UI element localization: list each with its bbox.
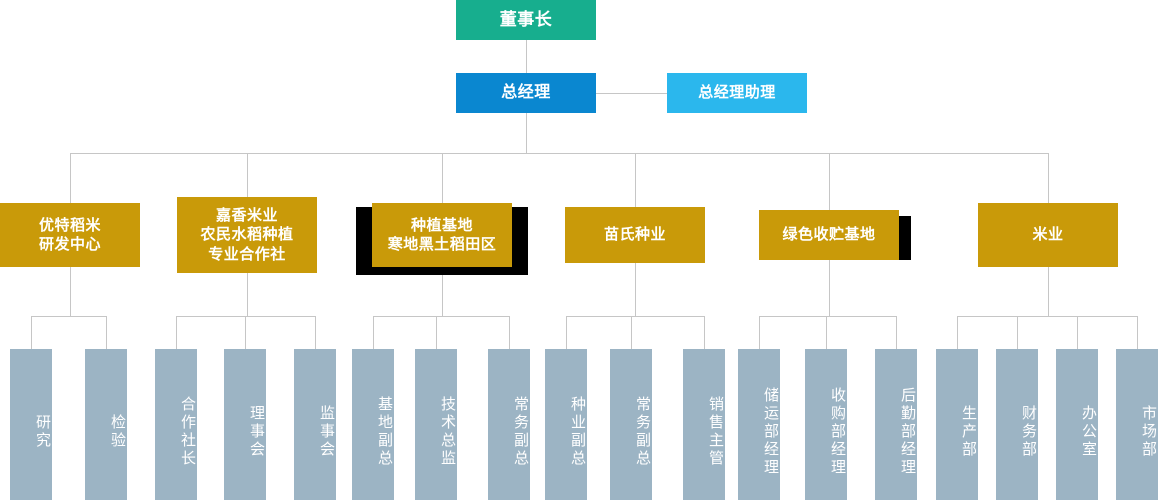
connector-division-0-stem	[70, 267, 71, 316]
connector-bus-to-division-3	[635, 153, 636, 207]
connector-department-bus-4	[759, 316, 896, 317]
node-department-14[interactable]: 生产部	[936, 349, 978, 500]
connector-bus-to-department-4	[315, 316, 316, 349]
node-general-manager[interactable]: 总经理	[456, 73, 596, 113]
node-division-2[interactable]: 种植基地寒地黑土稻田区	[372, 203, 512, 267]
connector-bus-to-department-11	[759, 316, 760, 349]
node-division-0[interactable]: 优特稻米研发中心	[0, 203, 140, 267]
node-department-4[interactable]: 监事会	[294, 349, 336, 500]
node-department-9-label: 常务副总	[634, 395, 651, 468]
node-chairman-label: 董事长	[499, 10, 553, 30]
connector-bus-to-department-13	[896, 316, 897, 349]
node-division-5[interactable]: 米业	[978, 203, 1118, 267]
connector-bus-to-division-4	[829, 153, 830, 210]
node-department-11[interactable]: 储运部经理	[738, 349, 780, 500]
connector-bus-to-department-8	[566, 316, 567, 349]
node-department-16-label: 办公室	[1080, 404, 1097, 459]
node-division-3[interactable]: 苗氏种业	[565, 207, 705, 263]
node-general-manager-assistant-label: 总经理助理	[698, 84, 776, 102]
connector-bus-to-division-0	[70, 153, 71, 203]
node-department-10-label: 销售主管	[707, 395, 724, 468]
connector-division-2-stem	[442, 267, 443, 316]
node-department-12[interactable]: 收购部经理	[805, 349, 847, 500]
connector-department-bus-5	[957, 316, 1137, 317]
connector-division-1-stem	[247, 273, 248, 316]
connector-bus-to-department-6	[436, 316, 437, 349]
connector-department-bus-0	[31, 316, 106, 317]
node-department-14-label: 生产部	[960, 404, 977, 459]
node-department-5[interactable]: 基地副总	[352, 349, 394, 500]
connector-bus-to-department-1	[106, 316, 107, 349]
connector-bus-to-department-14	[957, 316, 958, 349]
connector-bus-to-division-1	[247, 153, 248, 197]
node-division-4[interactable]: 绿色收贮基地	[759, 210, 899, 260]
node-department-15[interactable]: 财务部	[996, 349, 1038, 500]
node-department-16[interactable]: 办公室	[1056, 349, 1098, 500]
connector-bus-to-department-3	[245, 316, 246, 349]
node-department-13-label: 后勤部经理	[899, 386, 916, 477]
node-department-10[interactable]: 销售主管	[683, 349, 725, 500]
node-division-1[interactable]: 嘉香米业农民水稻种植专业合作社	[177, 197, 317, 273]
node-department-5-label: 基地副总	[376, 395, 393, 468]
node-department-17[interactable]: 市场部	[1116, 349, 1158, 500]
node-department-11-label: 储运部经理	[762, 386, 779, 477]
connector-division-bus	[70, 153, 1048, 154]
connector-division-3-stem	[635, 263, 636, 316]
node-department-3[interactable]: 理事会	[224, 349, 266, 500]
connector-division-5-stem	[1048, 267, 1049, 316]
node-department-1-label: 检验	[109, 413, 126, 450]
node-department-6[interactable]: 技术总监	[415, 349, 457, 500]
connector-bus-to-department-2	[176, 316, 177, 349]
node-department-8[interactable]: 种业副总	[545, 349, 587, 500]
node-department-8-label: 种业副总	[569, 395, 586, 468]
connector-bus-to-department-17	[1137, 316, 1138, 349]
node-chairman[interactable]: 董事长	[456, 0, 596, 40]
connector-bus-to-department-5	[373, 316, 374, 349]
node-department-12-label: 收购部经理	[829, 386, 846, 477]
node-division-4-label: 绿色收贮基地	[782, 226, 876, 244]
connector-bus-to-division-2	[442, 153, 443, 203]
connector-bus-to-department-0	[31, 316, 32, 349]
connector-gm-to-assistant	[596, 93, 667, 94]
node-department-7[interactable]: 常务副总	[488, 349, 530, 500]
connector-gm-trunk	[526, 113, 527, 153]
connector-division-4-stem	[829, 260, 830, 316]
node-general-manager-label: 总经理	[501, 83, 551, 101]
connector-department-bus-3	[566, 316, 704, 317]
node-division-1-label: 嘉香米业农民水稻种植专业合作社	[200, 207, 294, 263]
connector-bus-to-department-16	[1077, 316, 1078, 349]
node-department-6-label: 技术总监	[439, 395, 456, 468]
node-department-13[interactable]: 后勤部经理	[875, 349, 917, 500]
node-division-0-label: 优特稻米研发中心	[38, 216, 101, 253]
node-department-7-label: 常务副总	[512, 395, 529, 468]
node-division-2-label: 种植基地寒地黑土稻田区	[387, 216, 497, 253]
node-department-2[interactable]: 合作社长	[155, 349, 197, 500]
connector-bus-to-department-10	[704, 316, 705, 349]
connector-bus-to-department-15	[1017, 316, 1018, 349]
node-division-3-label: 苗氏种业	[603, 226, 666, 244]
node-division-5-label: 米业	[1032, 226, 1064, 244]
node-department-0-label: 研究	[34, 413, 51, 450]
connector-department-bus-2	[373, 316, 509, 317]
node-department-9[interactable]: 常务副总	[610, 349, 652, 500]
node-department-17-label: 市场部	[1140, 404, 1157, 459]
node-department-4-label: 监事会	[318, 404, 335, 459]
connector-bus-to-division-5	[1048, 153, 1049, 203]
connector-bus-to-department-7	[509, 316, 510, 349]
node-department-1[interactable]: 检验	[85, 349, 127, 500]
connector-bus-to-department-12	[826, 316, 827, 349]
node-general-manager-assistant[interactable]: 总经理助理	[667, 73, 807, 113]
node-department-3-label: 理事会	[248, 404, 265, 459]
connector-chairman-to-gm	[526, 40, 527, 73]
node-department-15-label: 财务部	[1020, 404, 1037, 459]
connector-bus-to-department-9	[631, 316, 632, 349]
node-department-0[interactable]: 研究	[10, 349, 52, 500]
node-department-2-label: 合作社长	[179, 395, 196, 468]
